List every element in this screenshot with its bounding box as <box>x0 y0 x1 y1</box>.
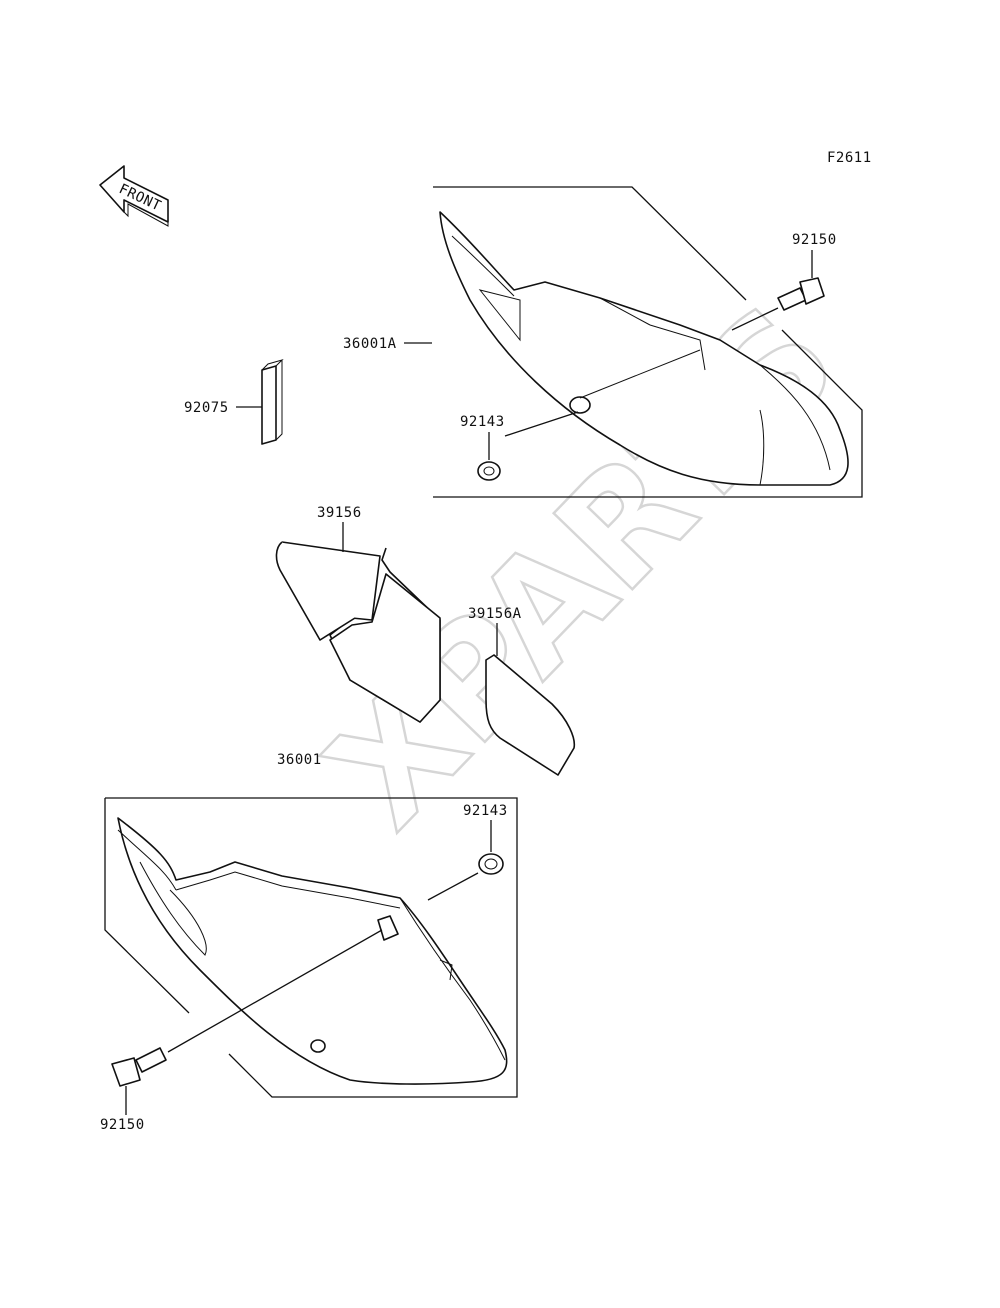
right-decal-icon <box>485 654 576 776</box>
callout-92150-lower: 92150 <box>100 1117 145 1133</box>
lower-bolt-icon <box>111 1047 167 1087</box>
callout-39156a: 39156A <box>468 606 522 622</box>
upper-bolt-icon <box>777 277 825 311</box>
front-arrow-icon: FRONT <box>99 165 169 227</box>
lower-grommet-leader <box>427 820 492 901</box>
callout-92075: 92075 <box>184 400 229 416</box>
callout-36001a: 36001A <box>343 336 397 352</box>
left-decal-icon <box>275 541 441 723</box>
lower-assembly-frame <box>104 797 518 1098</box>
lower-grommet-icon <box>478 853 504 875</box>
upper-bolt-leader <box>731 250 813 331</box>
figure-id: F2611 <box>827 150 872 166</box>
left-side-cover <box>117 817 508 1085</box>
callout-92150-upper: 92150 <box>792 232 837 248</box>
callout-92143-lower: 92143 <box>463 803 508 819</box>
pad-icon <box>261 358 284 445</box>
right-side-cover <box>439 211 849 486</box>
lower-grommet-hole <box>484 858 498 870</box>
upper-grommet-leader <box>488 411 579 460</box>
callout-92143-upper: 92143 <box>460 414 505 430</box>
upper-grommet-icon <box>477 461 501 481</box>
callout-36001: 36001 <box>277 752 322 768</box>
upper-assembly-frame <box>433 186 863 498</box>
lower-bolt-leader <box>125 929 383 1115</box>
callout-39156: 39156 <box>317 505 362 521</box>
upper-grommet-hole <box>483 466 495 476</box>
